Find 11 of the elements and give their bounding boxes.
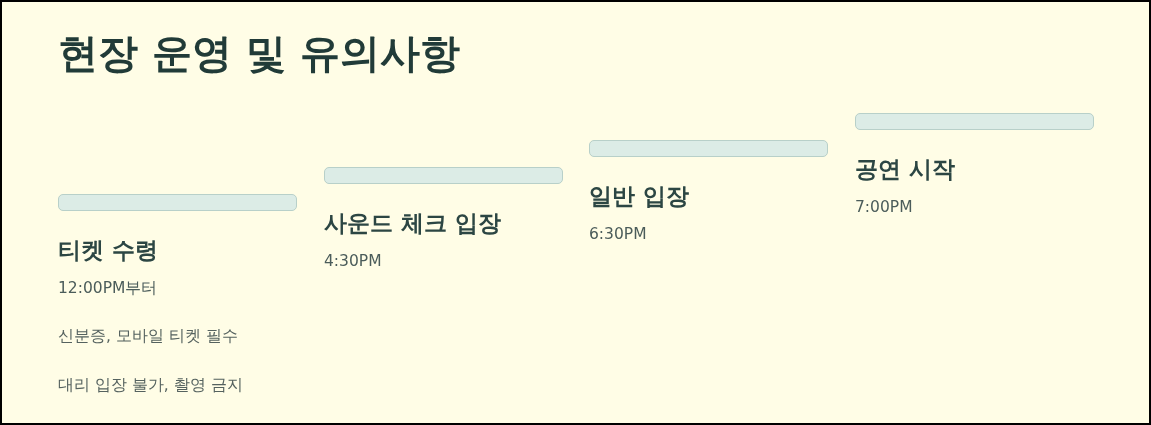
step-time: 12:00PM부터 bbox=[58, 279, 158, 298]
step-heading: 티켓 수령 bbox=[58, 237, 158, 265]
step-time: 6:30PM bbox=[589, 225, 647, 244]
step-heading: 사운드 체크 입장 bbox=[324, 210, 501, 238]
step-time: 7:00PM bbox=[855, 198, 913, 217]
title: 현장 운영 및 유의사항 bbox=[58, 30, 460, 76]
step-note: 신분증, 모바일 티켓 필수 bbox=[58, 327, 238, 346]
step-time: 4:30PM bbox=[324, 252, 382, 271]
step-heading: 공연 시작 bbox=[855, 156, 955, 184]
step-note: 대리 입장 불가, 촬영 금지 bbox=[58, 376, 243, 395]
step-heading: 일반 입장 bbox=[589, 183, 689, 211]
